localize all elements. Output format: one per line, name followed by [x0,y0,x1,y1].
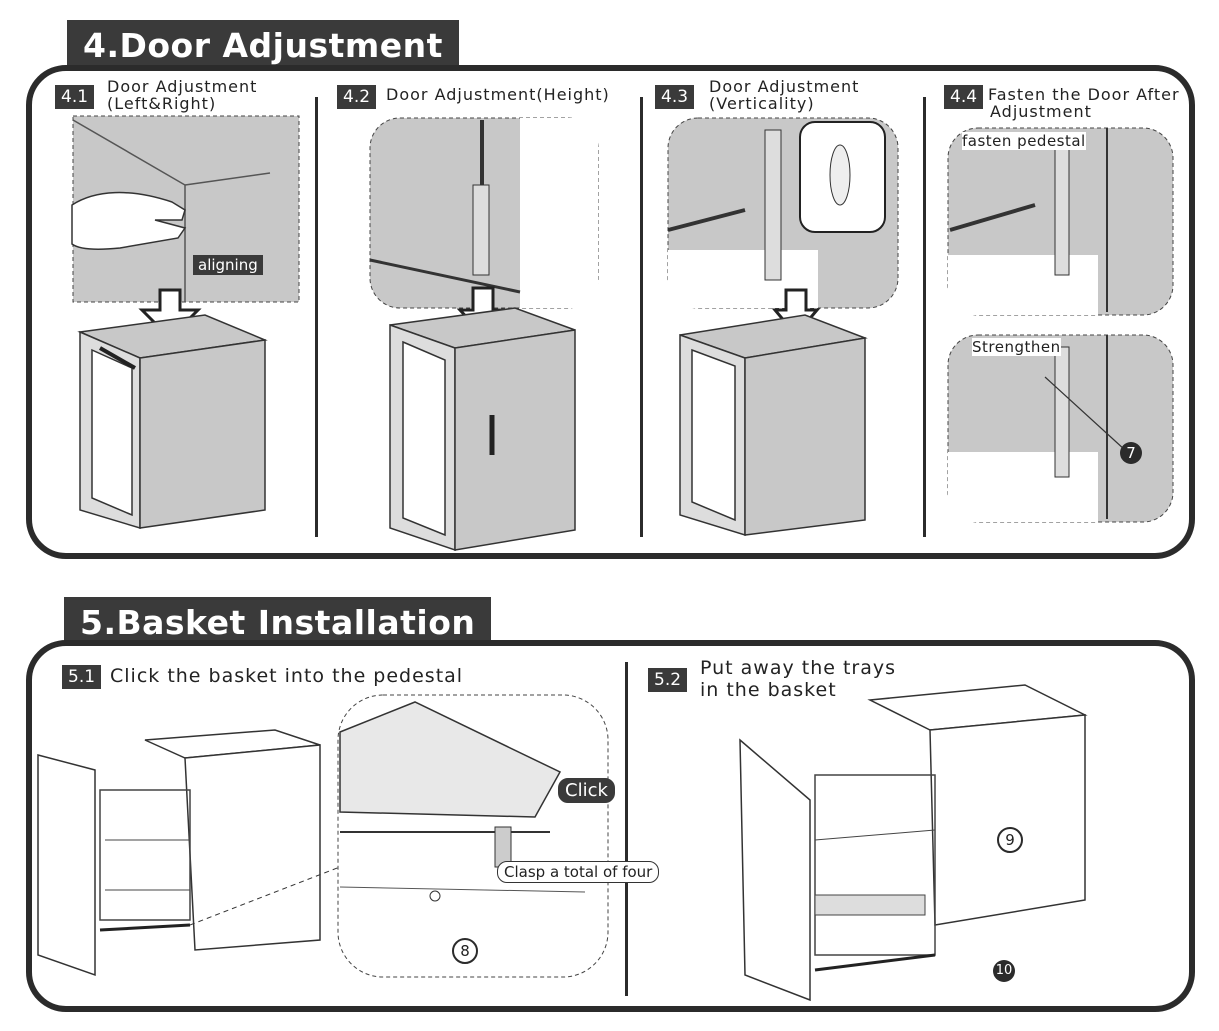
illustration-4-1 [71,115,300,530]
illustration-5-2 [739,684,1088,1002]
section-4-frame [26,65,1195,559]
section-4-title: 4.Door Adjustment [67,20,459,69]
step-title-4-1-line1: Door Adjustment [107,77,258,96]
step-title-5-1: Click the basket into the pedestal [110,665,464,687]
illustration-4-2 [369,117,599,552]
illustration-4-3 [667,117,899,537]
label-strengthen: Strengthen [972,338,1061,356]
step-title-4-3-line1: Door Adjustment [709,77,860,96]
step-title-4-4-line1: Fasten the Door After [988,85,1180,104]
step-title-4-4-line2: Adjustment [990,102,1092,121]
step-badge-5-2: 5.2 [648,668,688,692]
step-badge-4-1: 4.1 [55,85,95,109]
section-5-title: 5.Basket Installation [64,597,492,646]
illustration-5-1-detail [337,694,609,978]
step-badge-5-1: 5.1 [62,665,102,689]
step-badge-4-4: 4.4 [944,85,984,109]
callout-9: 9 [997,827,1023,853]
illustration-5-1-cabinet [37,729,346,977]
step-badge-4-2: 4.2 [337,85,377,109]
step-title-4-1: Door Adjustment (Left&Right) [107,78,257,112]
step-title-4-2: Door Adjustment(Height) [386,85,610,104]
illustration-4-4-top [947,127,1174,316]
step-badge-4-3: 4.3 [655,85,695,109]
step-title-4-1-line2: (Left&Right) [107,94,217,113]
divider-4-2 [640,97,643,537]
step-title-4-4: Fasten the Door After Adjustment [988,86,1180,120]
divider-4-3 [923,97,926,537]
divider-5-1 [625,662,628,996]
callout-7: 7 [1120,442,1142,464]
divider-4-1 [315,97,318,537]
label-clasp: Clasp a total of four [497,861,660,883]
illustration-4-4-bottom [947,334,1174,523]
label-aligning: aligning [193,255,263,275]
callout-10: 10 [993,960,1015,982]
step-title-4-3: Door Adjustment (Verticality) [709,78,859,112]
step-title-5-2: Put away the trays in the basket [700,657,896,701]
callout-8: 8 [452,938,478,964]
label-fasten-pedestal: fasten pedestal [962,132,1086,150]
section-5-frame [26,640,1195,1012]
step-title-4-3-line2: (Verticality) [709,94,815,113]
step-title-5-2-line1: Put away the trays [700,657,897,679]
step-title-5-2-line2: in the basket [700,679,837,701]
label-click: Click [558,778,615,803]
